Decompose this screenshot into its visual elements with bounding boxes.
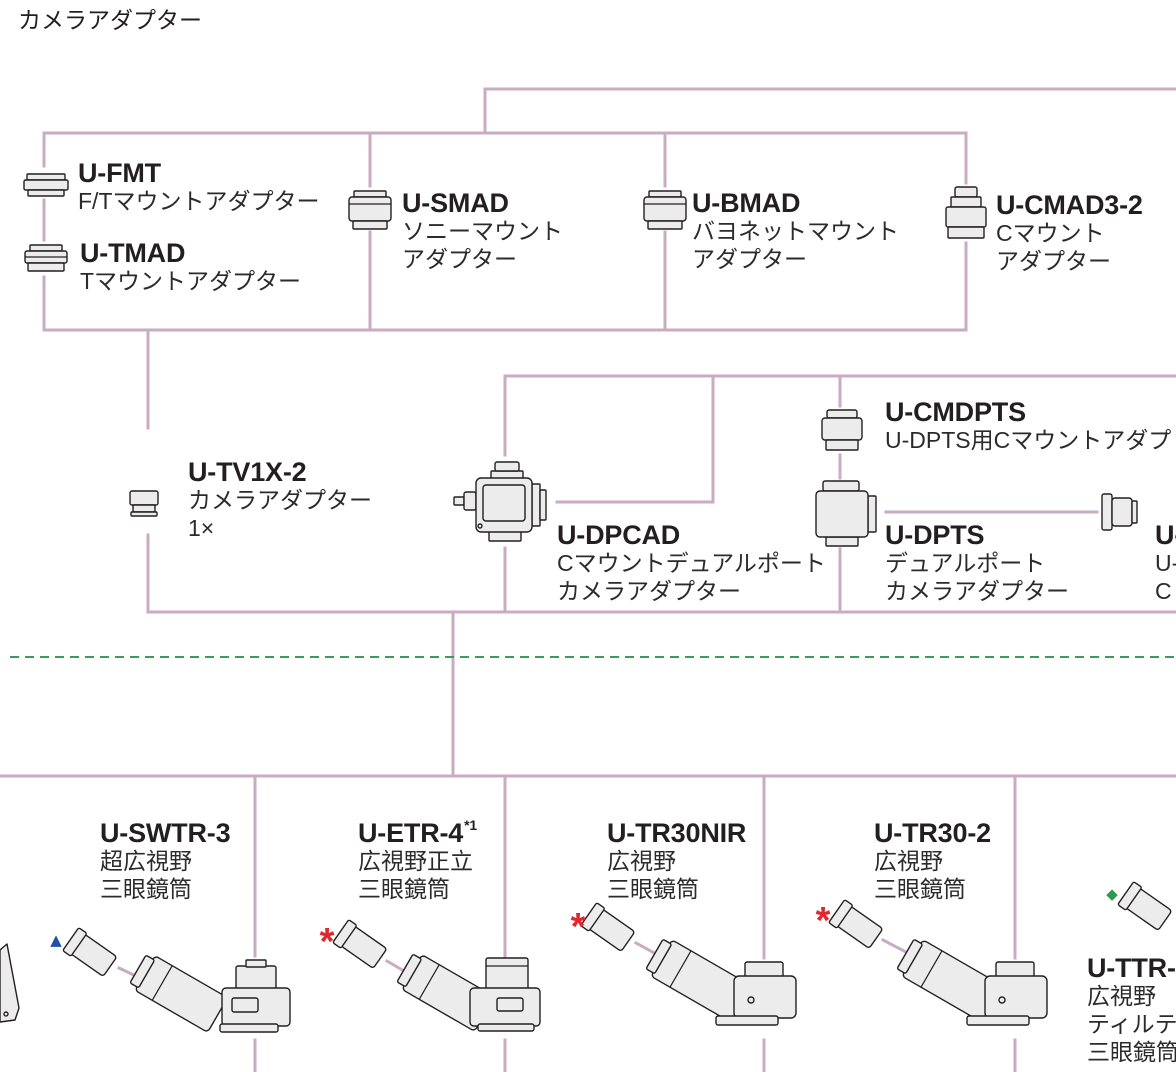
description-line: 三眼鏡筒	[358, 876, 450, 902]
description-line: デュアルポート	[885, 550, 1046, 576]
description-line: アダプター	[402, 246, 517, 272]
description-line: 三眼鏡筒	[874, 876, 966, 902]
description-line: ソニーマウント	[402, 218, 563, 244]
description-line: 三眼鏡筒	[1087, 1039, 1176, 1065]
description-line: Cマウントデュアルポート	[557, 550, 826, 576]
asterisk-marker: *	[571, 906, 586, 948]
model-name: U-SWTR-3	[100, 818, 231, 848]
u-tr30nir-label: U-TR30NIR 広視野 三眼鏡筒	[607, 819, 746, 903]
connector-lines	[0, 87, 1176, 1072]
description-line: C	[1155, 578, 1172, 604]
asterisk-marker: *	[320, 921, 335, 963]
description-line: F/Tマウントアダプター	[78, 188, 320, 214]
model-name: U-TMAD	[80, 238, 186, 268]
dpts-c-mount-adapter-icon	[821, 409, 863, 451]
description-line: ティルテ	[1087, 1011, 1176, 1037]
model-name: U-DPTS	[885, 520, 985, 550]
description-line: 広視野	[1087, 983, 1156, 1009]
dual-port-camera-adapter-icon	[453, 461, 547, 542]
u-etr-4-label: U-ETR-4*1 広視野正立 三眼鏡筒	[358, 817, 477, 903]
ft-mount-adapter-icon	[23, 173, 69, 197]
asterisk-marker: *	[816, 900, 831, 942]
u-fmt-label: U-FMT F/Tマウントアダプター	[78, 159, 320, 215]
description-line: カメラアダプター	[188, 487, 372, 513]
eyepiece-icon	[62, 927, 117, 976]
eyepiece-icon	[828, 899, 883, 948]
description-line: Tマウントアダプター	[80, 268, 302, 294]
sony-mount-adapter-icon	[348, 190, 392, 230]
eyepiece-icon	[1117, 881, 1172, 930]
eyepiece-icon	[580, 902, 635, 951]
triangle-marker: ▲	[50, 931, 62, 949]
u-dpts-label: U-DPTS デュアルポート カメラアダプター	[885, 521, 1069, 605]
model-name: U-DPCAD	[557, 520, 681, 550]
u-swtr-3-trinocular-tube-icon	[129, 955, 291, 1033]
model-text: U-ETR-4	[358, 818, 464, 848]
model-name: U-SMAD	[402, 188, 509, 218]
description-line: 広視野	[874, 848, 943, 874]
c-mount-adapter-icon	[945, 186, 987, 239]
bayonet-mount-adapter-icon	[643, 190, 687, 230]
u-tr30nir-trinocular-tube-icon	[646, 939, 797, 1026]
description-line: 広視野正立	[358, 848, 473, 874]
description-line: 1×	[188, 515, 215, 541]
description-line: アダプター	[692, 246, 807, 272]
model-name: U-TV1X-2	[188, 457, 307, 487]
connector-line	[555, 374, 715, 504]
description-line: 超広視野	[100, 848, 192, 874]
u-dpcad-label: U-DPCAD Cマウントデュアルポート カメラアダプター	[557, 521, 826, 605]
u-etr-4-trinocular-tube-icon	[396, 954, 541, 1032]
u-bmad-label: U-BMAD バヨネットマウント アダプター	[692, 189, 899, 273]
description-line: カメラアダプター	[557, 578, 741, 604]
t-mount-adapter-icon	[24, 244, 68, 272]
description-line: U-DPTS用Cマウントアダプ	[885, 427, 1172, 453]
model-name: U-	[1155, 521, 1176, 550]
partial-tube-icon	[0, 943, 20, 1023]
u-swtr-3-label: U-SWTR-3 超広視野 三眼鏡筒	[100, 818, 231, 903]
description-line: 三眼鏡筒	[100, 876, 192, 902]
description-line: バヨネットマウント	[692, 218, 899, 244]
model-name: U-TR30-2	[874, 818, 991, 848]
description-line: 三眼鏡筒	[607, 876, 699, 902]
description-line: 広視野	[607, 848, 676, 874]
cut-off-adapter-label: U- U- C	[1155, 521, 1176, 605]
section-title: カメラアダプター	[18, 7, 202, 33]
u-tmad-label: U-TMAD Tマウントアダプター	[80, 239, 301, 295]
connector-line	[483, 87, 1176, 135]
description-line: U-	[1155, 550, 1176, 576]
model-name: U-FMT	[78, 158, 161, 188]
camera-adapter-icon	[129, 490, 159, 517]
description-line: カメラアダプター	[885, 578, 1069, 604]
description-line: アダプター	[996, 248, 1111, 274]
model-name: U-BMAD	[692, 188, 801, 218]
u-tr30-2-trinocular-tube-icon	[897, 939, 1048, 1026]
footnote-mark: *1	[464, 817, 477, 833]
u-cmdpts-label: U-CMDPTS U-DPTS用Cマウントアダプ	[885, 398, 1176, 454]
diamond-marker: ◆	[1106, 885, 1118, 903]
model-name: U-ETR-4*1	[358, 817, 477, 848]
model-name: U-TR30NIR	[607, 818, 747, 848]
model-name: U-CMAD3-2	[996, 190, 1143, 220]
model-name: U-CMDPTS	[885, 398, 1026, 427]
u-smad-label: U-SMAD ソニーマウント アダプター	[402, 189, 563, 273]
eyepiece-connector-line	[880, 937, 909, 955]
u-cmad3-2-label: U-CMAD3-2 Cマウント アダプター	[996, 191, 1143, 275]
eyepiece-icon	[332, 919, 387, 968]
model-name: U-TTR-	[1087, 954, 1176, 983]
description-line: Cマウント	[996, 220, 1105, 246]
u-tv1x-2-label: U-TV1X-2 カメラアダプター 1×	[188, 458, 372, 542]
u-ttr-label: U-TTR- 広視野 ティルテ 三眼鏡筒	[1087, 954, 1176, 1066]
dual-port-adapter-icon	[815, 480, 877, 547]
small-adapter-icon	[1101, 493, 1138, 531]
u-tr30-2-label: U-TR30-2 広視野 三眼鏡筒	[874, 819, 991, 903]
